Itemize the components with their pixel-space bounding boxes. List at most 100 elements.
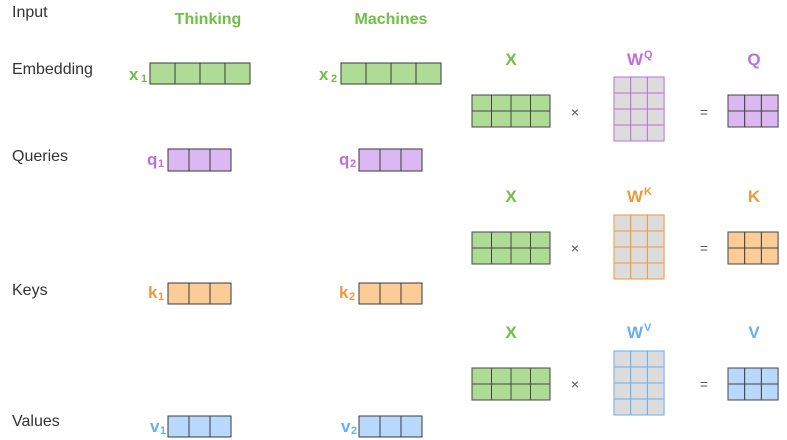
x1-vector-cell — [224, 62, 251, 85]
wv-matrix-cell — [630, 366, 648, 384]
k1-vector-cell — [167, 282, 190, 305]
svg-text:2: 2 — [349, 291, 355, 303]
equals-operator-v: = — [700, 376, 708, 392]
wk-matrix-cell — [646, 230, 665, 248]
q-matrix-cell — [760, 110, 779, 128]
v-matrix-cell — [760, 367, 779, 385]
input-row-label: Input — [12, 4, 48, 21]
k-result-header: K — [748, 187, 761, 206]
wk-matrix-cell — [613, 214, 632, 232]
x2-vector-cell — [365, 62, 392, 85]
q2-vector-cell — [400, 148, 423, 172]
wq-matrix-cell — [646, 108, 665, 126]
x-matrix-q-cell — [491, 94, 512, 112]
x-matrix-k-cell — [510, 231, 531, 249]
equals-operator-k: = — [700, 240, 708, 256]
wk-matrix-cell — [630, 246, 648, 264]
k-matrix-cell — [727, 231, 746, 249]
x-matrix-v-cell — [491, 367, 512, 385]
wv-matrix-cell — [630, 382, 648, 400]
wv-matrix-cell — [613, 350, 632, 368]
v2-vector-cell — [400, 415, 423, 438]
x-matrix-q-cell — [471, 110, 492, 128]
x-header-q: X — [505, 50, 517, 69]
wq-matrix-cell — [613, 92, 632, 110]
k-matrix-cell — [760, 247, 779, 265]
wv-matrix-cell — [630, 350, 648, 368]
k1-vector-cell — [188, 282, 211, 305]
wk-matrix-cell — [630, 214, 648, 232]
v2-vector — [358, 415, 423, 438]
svg-text:k: k — [148, 283, 158, 302]
q1-vector-cell — [167, 148, 190, 172]
svg-text:v: v — [150, 417, 160, 436]
x-matrix-q — [471, 94, 551, 128]
x-header-k: X — [505, 187, 517, 206]
x1-vector — [149, 62, 251, 85]
wq-matrix-cell — [613, 124, 632, 142]
wq-matrix-cell — [613, 108, 632, 126]
wk-matrix-cell — [613, 262, 632, 280]
wv-matrix-cell — [613, 382, 632, 400]
wv-matrix-cell — [646, 382, 665, 400]
wv-matrix-cell — [646, 350, 665, 368]
svg-text:2: 2 — [331, 73, 337, 85]
wk-matrix-cell — [646, 246, 665, 264]
svg-text:K: K — [644, 186, 652, 198]
svg-text:q: q — [147, 150, 157, 169]
x-matrix-v-cell — [510, 383, 531, 401]
x-matrix-k-cell — [510, 247, 531, 265]
q1-vector-cell — [209, 148, 232, 172]
x-matrix-q-cell — [530, 94, 551, 112]
svg-text:W: W — [627, 50, 644, 69]
svg-text:1: 1 — [160, 425, 166, 437]
svg-text:W: W — [627, 187, 644, 206]
svg-text:2: 2 — [351, 425, 357, 437]
svg-text:k: k — [339, 283, 349, 302]
k2-vector — [358, 282, 423, 305]
svg-text:q: q — [339, 150, 349, 169]
wv-matrix-cell — [630, 398, 648, 416]
q-matrix-cell — [727, 94, 746, 112]
v-matrix-cell — [744, 383, 762, 401]
v1-vector-cell — [188, 415, 211, 438]
k1-vector-cell — [209, 282, 232, 305]
x-matrix-v-cell — [510, 367, 531, 385]
x-matrix-k-cell — [471, 247, 492, 265]
wv-matrix-cell — [613, 366, 632, 384]
q-matrix-cell — [760, 94, 779, 112]
wq-matrix-cell — [613, 76, 632, 94]
q-matrix-cell — [744, 110, 762, 128]
wv-matrix-cell — [646, 366, 665, 384]
svg-text:W: W — [627, 323, 644, 342]
x-matrix-v-cell — [530, 367, 551, 385]
q-result-header: Q — [747, 50, 760, 69]
x-matrix-k-cell — [471, 231, 492, 249]
times-operator-v: × — [571, 376, 579, 392]
x-matrix-k-cell — [491, 247, 512, 265]
x1-vector-cell — [149, 62, 176, 85]
k2-vector-cell — [379, 282, 402, 305]
q2-vector — [358, 148, 423, 172]
q-matrix-cell — [727, 110, 746, 128]
keys-row-label: Keys — [12, 282, 48, 299]
wv-matrix — [613, 350, 665, 416]
k-matrix-cell — [744, 247, 762, 265]
x-matrix-v-cell — [471, 383, 492, 401]
x-matrix-v-cell — [491, 383, 512, 401]
wq-matrix-cell — [630, 124, 648, 142]
v1-vector — [167, 415, 232, 438]
v-matrix-cell — [727, 383, 746, 401]
x-header-v: X — [505, 323, 517, 342]
wq-matrix-cell — [646, 92, 665, 110]
wq-matrix-cell — [630, 108, 648, 126]
v2-vector-cell — [358, 415, 381, 438]
